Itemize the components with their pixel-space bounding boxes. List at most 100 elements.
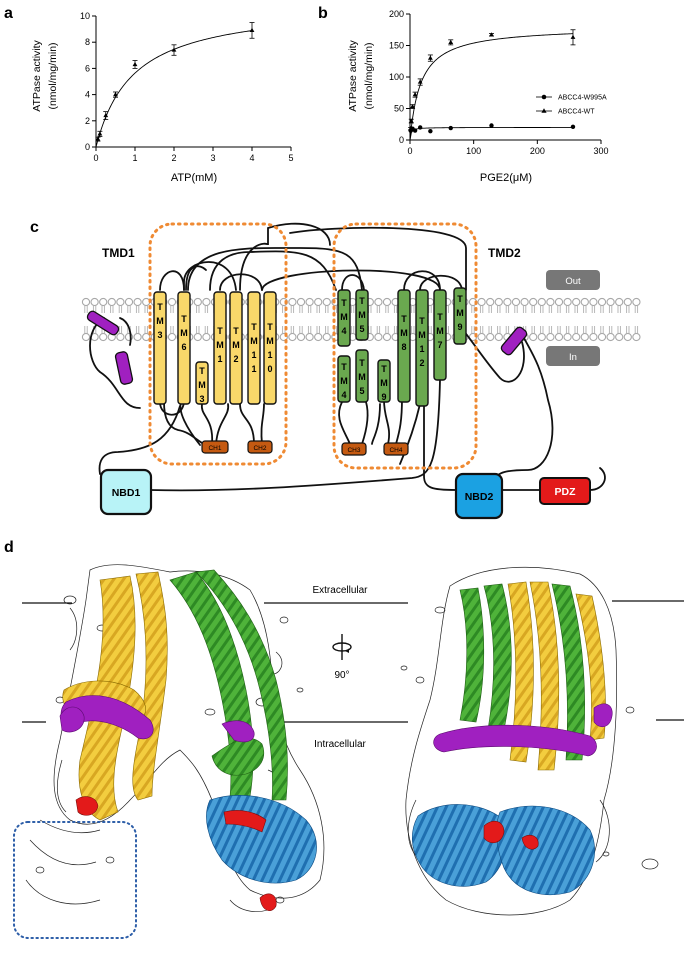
panel-b-x-tick-label: 100 <box>466 146 481 156</box>
lipid-upper <box>288 297 297 314</box>
panel-a-xlabel: ATP(mM) <box>171 172 217 184</box>
in-label: In <box>569 352 577 363</box>
panel-a-y-tick-label: 0 <box>85 142 90 152</box>
panel-b-data-point <box>412 128 418 133</box>
panel-a-x-tick-label: 3 <box>210 153 215 163</box>
nbd1-box: NBD1 <box>99 468 153 516</box>
out-badge <box>546 270 600 290</box>
panel-b-data-point <box>412 92 418 97</box>
panel-b-data-point <box>410 104 415 109</box>
lipid-lower <box>314 325 323 342</box>
lipid-upper <box>572 297 581 314</box>
ch3-label: CH3 <box>347 447 360 454</box>
panel-b-letter: b <box>318 5 328 22</box>
lipid-lower <box>486 325 495 342</box>
lipid-lower <box>202 325 211 342</box>
lipid-lower <box>615 325 624 342</box>
ch1-box: CH1 <box>201 440 229 454</box>
svg-text:TM2: TM2 <box>232 326 240 364</box>
svg-text:TM3: TM3 <box>156 302 164 340</box>
topology-loops <box>89 222 606 492</box>
panel-b-data-point <box>489 123 494 128</box>
lipid-lower <box>133 325 142 342</box>
ch2-label: CH2 <box>253 445 266 452</box>
lipid-upper <box>486 297 495 314</box>
panel-b-fit-curve-1 <box>409 33 574 141</box>
tmd2-dotted-box <box>332 222 478 470</box>
panel-b-data-point <box>428 128 433 134</box>
panel-a-ylabel-1: ATPase activity <box>31 39 43 111</box>
lipid-upper <box>374 297 383 314</box>
lipid-upper <box>202 297 211 314</box>
panel-c: c <box>30 219 641 520</box>
panel-b-data-point <box>489 32 494 37</box>
lipid-upper <box>597 297 607 314</box>
panel-a-x-tick-label: 0 <box>93 153 98 163</box>
ch4-label: CH4 <box>389 447 402 454</box>
panel-a-data-point <box>113 92 118 97</box>
amphipathic-helix-2 <box>114 351 134 385</box>
panel-b-data-point <box>417 79 423 84</box>
lipid-lower <box>563 325 572 342</box>
lipid-lower <box>477 325 486 342</box>
panel-a-marks <box>95 22 255 148</box>
panel-b-marks <box>408 29 576 141</box>
svg-text:TM5: TM5 <box>358 296 366 334</box>
lipid-lower <box>580 325 589 342</box>
lipid-lower <box>597 325 607 342</box>
ch2-box: CH2 <box>247 440 273 454</box>
rotation-icon <box>332 634 352 660</box>
out-label: Out <box>565 276 581 287</box>
tmd1-label: TMD1 <box>102 246 135 260</box>
panel-b-ylabel-1: ATPase activity <box>347 39 359 111</box>
svg-text:TM4: TM4 <box>340 362 348 400</box>
lipid-upper <box>167 297 177 314</box>
lipid-lower <box>632 325 641 342</box>
panel-b-y-tick-label: 200 <box>389 9 404 19</box>
nbd2-label: NBD2 <box>465 491 494 503</box>
svg-text:TM7: TM7 <box>436 312 444 350</box>
lipid-upper <box>503 297 512 314</box>
panel-b-data-point <box>408 118 414 123</box>
lipid-lower <box>546 325 555 342</box>
panel-a-y-tick-label: 8 <box>85 37 90 47</box>
panel-b-x-tick-label: 200 <box>530 146 545 156</box>
lipid-upper <box>563 297 572 314</box>
density-map-right <box>400 566 659 916</box>
lipid-upper <box>296 297 306 314</box>
tmd2-label: TMD2 <box>488 246 521 260</box>
lipid-lower <box>81 325 91 342</box>
panel-b-y-tick-label: 0 <box>399 135 404 145</box>
lipid-upper <box>116 297 125 314</box>
panel-b-y-tick-label: 100 <box>389 72 404 82</box>
legend-label-w995a: ABCC4-W995A <box>558 95 607 102</box>
ch1-label: CH1 <box>208 445 221 452</box>
panel-a-data-point <box>132 61 138 67</box>
extracellular-label: Extracellular <box>312 585 368 596</box>
lipid-upper <box>124 297 134 314</box>
lipid-upper <box>107 297 116 314</box>
lipid-upper <box>580 297 589 314</box>
lipid-lower <box>529 325 538 342</box>
intracellular-label: Intracellular <box>314 739 366 750</box>
lipid-lower <box>537 325 546 342</box>
pdz-box: PDZ <box>539 477 591 505</box>
svg-text:TM5: TM5 <box>358 358 366 396</box>
lipid-lower <box>494 325 503 342</box>
lipid-upper <box>382 297 392 314</box>
panel-a-x-tick-label: 4 <box>249 153 254 163</box>
